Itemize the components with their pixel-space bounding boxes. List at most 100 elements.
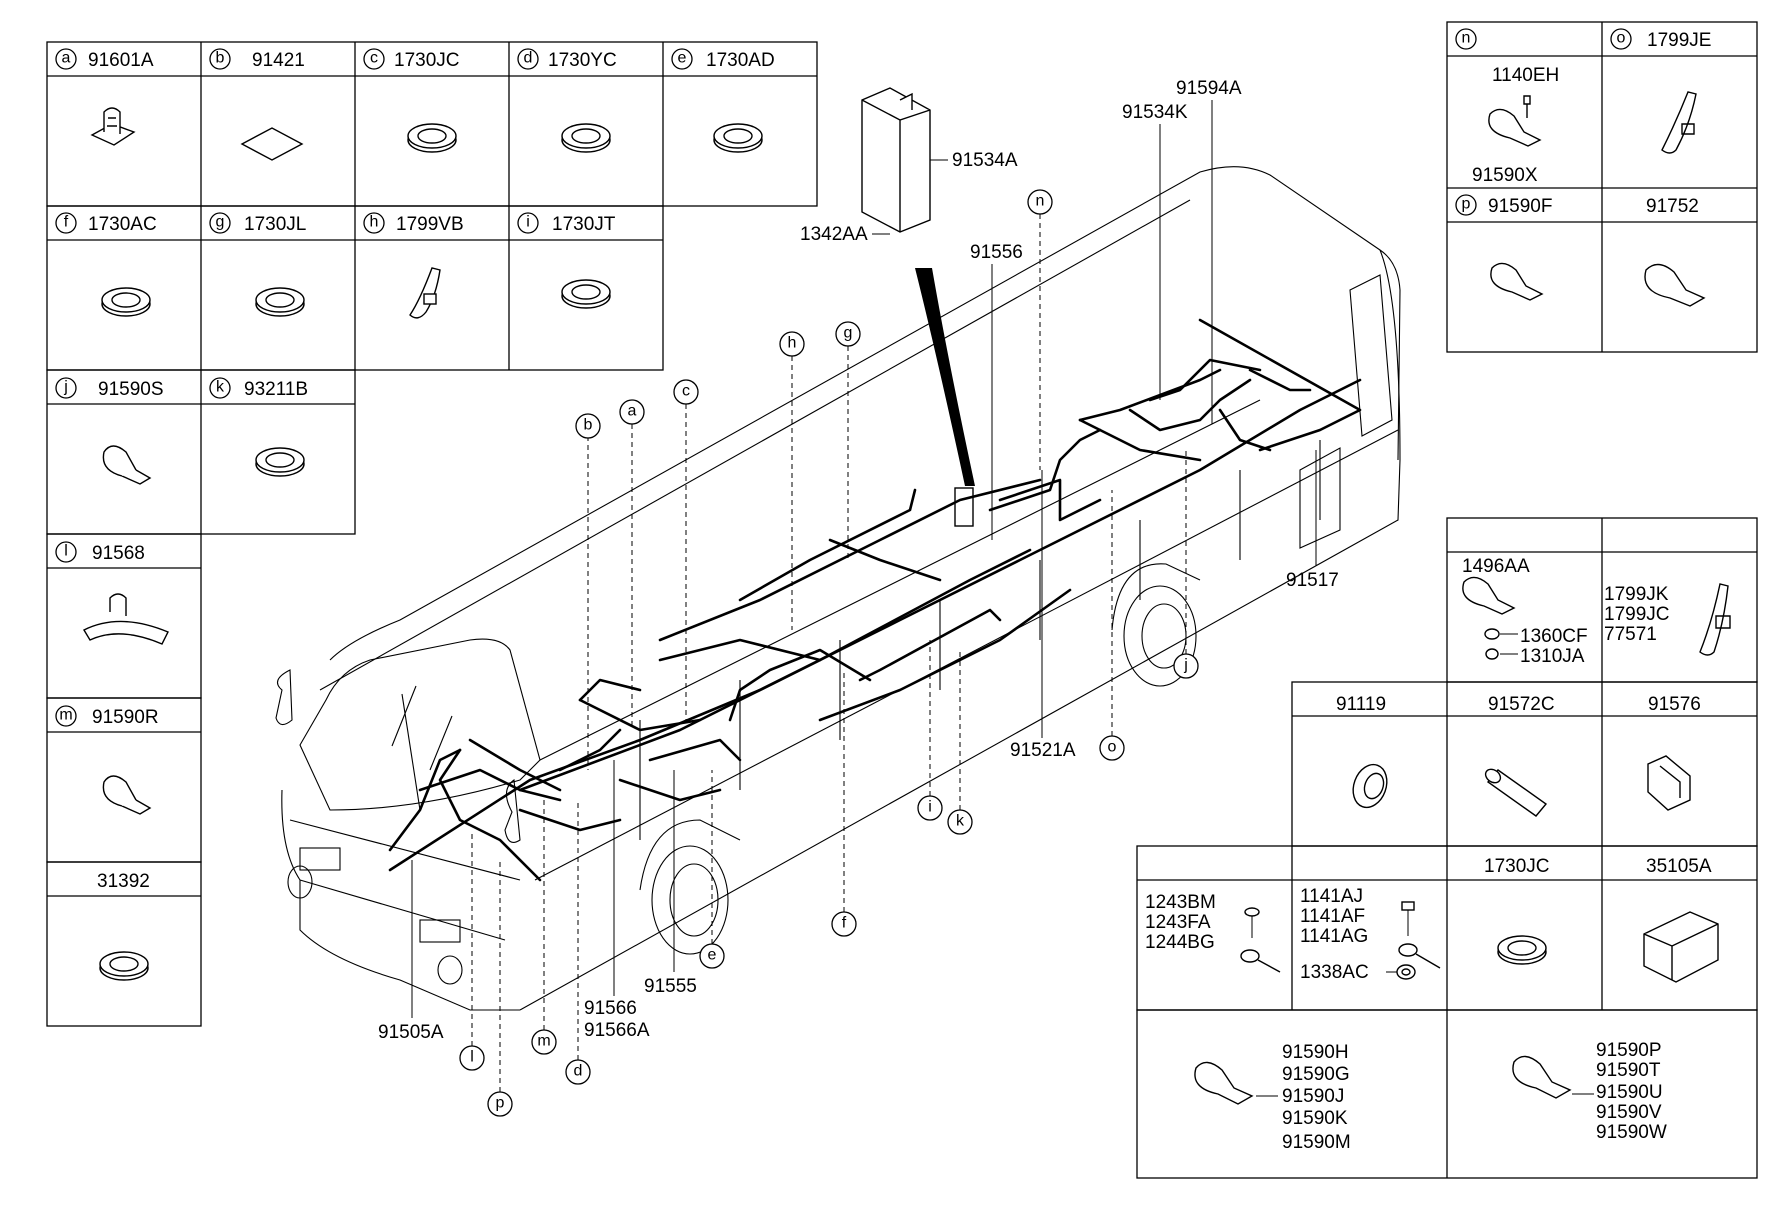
legend-91752: 91752 [1644, 196, 1706, 307]
grommet-icon [713, 123, 763, 153]
letter-label: a [62, 50, 71, 67]
part-number: 1730AC [88, 214, 157, 235]
part-number: 91568 [92, 543, 145, 564]
part-number: 1730JC [394, 50, 460, 71]
marker-i: i [917, 640, 943, 821]
p-clamp-icon [1644, 263, 1706, 307]
letter-label: o [1617, 30, 1626, 47]
part-number: 91590V [1596, 1102, 1662, 1123]
part-number: 1338AC [1300, 962, 1369, 983]
letter-label: l [64, 543, 68, 560]
part-number: 91590M [1282, 1132, 1351, 1153]
marker-b: b [575, 413, 601, 770]
callout-labels: 91534A 1342AA 91556 91594A 91534K 91517 … [378, 78, 1339, 1043]
legend-o: o 1799JE [1610, 28, 1711, 154]
part-number: 93211B [244, 379, 308, 400]
marker-e: e [699, 770, 725, 969]
legend-right-mid: 1496AA 1360CF 1310JA 1799JK 1799JC 77571… [1291, 517, 1758, 847]
legend-h: h 1799VB [363, 212, 464, 235]
letter-label: c [370, 50, 378, 67]
nut-icon [1485, 648, 1499, 660]
diagram-letter-markers: b a c h g n j o i k f e d m l p [459, 189, 1199, 1117]
legend-l: l 91568 [55, 541, 145, 564]
part-number: 1141AF [1300, 906, 1365, 927]
grommet-icon [255, 287, 305, 317]
wiring-harness [388, 318, 1362, 882]
nut-icon [1396, 964, 1416, 980]
marker-c: c [673, 379, 699, 720]
marker-k: k [947, 650, 973, 835]
svg-text:o: o [1108, 739, 1117, 756]
part-number: 91521A [1010, 740, 1076, 761]
relay-box-harness [915, 268, 975, 486]
legend-d: d 1730YC [517, 48, 617, 71]
svg-text:d: d [574, 1063, 583, 1080]
part-number: 1141AG [1300, 926, 1368, 947]
part-number: 91572C [1488, 694, 1555, 715]
part-number: 1243FA [1145, 912, 1211, 933]
part-number: 91566 [584, 998, 637, 1019]
letter-label: p [1462, 196, 1471, 213]
bolt-icon [1401, 901, 1415, 936]
marker-a: a [619, 399, 645, 730]
legend-a: a 91601A [55, 48, 154, 71]
svg-text:i: i [928, 799, 932, 816]
svg-text:c: c [682, 383, 690, 400]
part-number: 91576 [1648, 694, 1701, 715]
legend-m: m 91590R [55, 705, 159, 728]
legend-j: j 91590S [55, 377, 164, 400]
part-number: 1799VB [396, 214, 464, 235]
part-number: 1730YC [548, 50, 617, 71]
part-number: 91590S [98, 379, 164, 400]
grommet-icon [99, 951, 149, 981]
washer-icon [1484, 628, 1500, 640]
part-number: 91590P [1596, 1040, 1662, 1061]
legend-c: c 1730JC [363, 48, 460, 71]
cable-tie-icon [1661, 91, 1697, 154]
marker-p: p [487, 860, 513, 1117]
part-number: 1141AJ [1300, 886, 1363, 907]
letter-label: e [678, 50, 687, 67]
svg-text:p: p [496, 1095, 505, 1112]
legend-right-bottom: 1243BM 1243FA 1244BG 1141AJ 1141AF 1141A… [1136, 845, 1758, 1179]
marker-f: f [831, 670, 857, 937]
cable-tie-icon [409, 267, 441, 319]
marker-n: n [1027, 189, 1053, 470]
grommet-icon [561, 123, 611, 153]
screw-icon [1244, 907, 1260, 938]
part-number: 1799JK [1604, 584, 1669, 605]
marker-h: h [779, 331, 805, 630]
clip-icon [83, 593, 169, 645]
p-clamp-icon [102, 445, 152, 485]
marker-d: d [565, 800, 591, 1085]
part-number: 91556 [970, 242, 1023, 263]
svg-text:m: m [537, 1033, 550, 1050]
part-number: 91590K [1282, 1108, 1348, 1129]
svg-text:b: b [584, 417, 593, 434]
part-number: 91566A [584, 1020, 650, 1041]
part-number: 1140EH [1492, 65, 1559, 86]
grommet-icon [1497, 935, 1547, 965]
terminal-icon [1398, 943, 1441, 969]
p-clamp-icon [1488, 108, 1542, 147]
part-number: 91590H [1282, 1042, 1349, 1063]
marker-g: g [835, 321, 861, 560]
part-number: 1310JA [1520, 646, 1585, 667]
letter-label: g [216, 214, 225, 231]
marker-m: m [531, 800, 557, 1055]
part-number: 91752 [1646, 196, 1699, 217]
legend-e: e 1730AD [671, 48, 775, 71]
letter-label: i [526, 214, 530, 231]
bracket-icon [1643, 911, 1719, 983]
marker-j: j [1173, 450, 1199, 679]
part-number: 35105A [1646, 856, 1712, 877]
grommet-icon [561, 279, 611, 309]
letter-label: b [216, 50, 225, 67]
letter-label: n [1462, 30, 1471, 47]
svg-text:n: n [1036, 193, 1045, 210]
part-number: 91421 [252, 50, 305, 71]
grommet-icon [407, 123, 457, 153]
terminal-icon [1240, 949, 1281, 973]
part-number: 91590G [1282, 1064, 1350, 1085]
